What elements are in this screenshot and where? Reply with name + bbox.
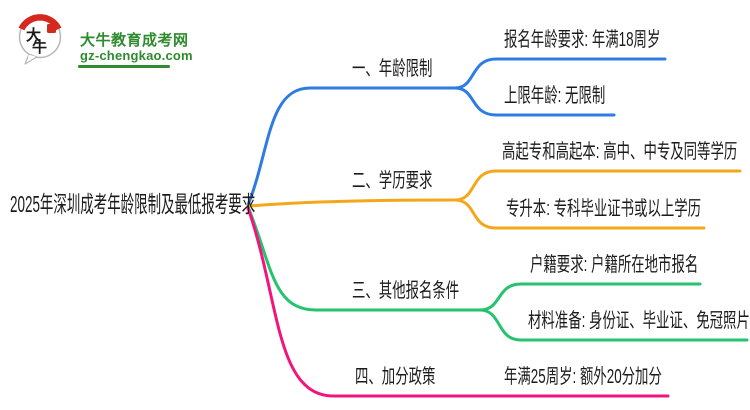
branch-2-child-2-line bbox=[453, 198, 706, 230]
logo-bull-icon: 大 牛 bbox=[18, 14, 62, 65]
branch-4-main-line bbox=[246, 206, 670, 398]
root-node: 2025年深圳成考年龄限制及最低报考要求 bbox=[10, 191, 256, 217]
branch-1-main-line bbox=[246, 86, 457, 207]
branch-1-child-2-line bbox=[453, 86, 616, 117]
branch-2-label: 二、学历要求 bbox=[352, 170, 433, 192]
branch-1-child-2: 上限年龄: 无限制 bbox=[504, 85, 606, 107]
branch-4-child-1: 年满25周岁: 额外20分加分 bbox=[504, 366, 662, 388]
branch-2-child-1-line bbox=[453, 169, 742, 202]
branch-3-child-2-line bbox=[478, 308, 749, 342]
branch-3-child-1-line bbox=[478, 282, 702, 312]
branch-3-child-2: 材料准备: 身份证、毕业证、免冠照片 bbox=[528, 310, 750, 332]
site-logo: 大 牛 大牛教育成考网 gz-chengkao.com bbox=[14, 10, 314, 70]
svg-text:大: 大 bbox=[26, 26, 41, 44]
logo-domain-text: gz-chengkao.com bbox=[80, 48, 193, 63]
branch-1-child-1-line bbox=[453, 57, 667, 90]
branch-3-main-line bbox=[246, 205, 482, 312]
logo-brand-text: 大牛教育成考网 bbox=[80, 32, 189, 49]
logo-underline bbox=[78, 65, 170, 68]
branch-3-label: 三、其他报名条件 bbox=[352, 280, 460, 302]
branch-2-child-2: 专升本: 专科毕业证书或以上学历 bbox=[506, 198, 702, 220]
branch-2-child-1: 高起专和高起本: 高中、中专及同等学历 bbox=[502, 141, 738, 163]
branch-3-child-1: 户籍要求: 户籍所在地市报名 bbox=[530, 254, 699, 276]
branch-4-label: 四、加分政策 bbox=[355, 366, 436, 388]
branch-1-child-1: 报名年龄要求: 年满18周岁 bbox=[504, 29, 661, 51]
branch-2-main-line bbox=[246, 198, 457, 208]
branch-1-label: 一、年龄限制 bbox=[352, 58, 433, 80]
svg-text:牛: 牛 bbox=[32, 38, 47, 56]
